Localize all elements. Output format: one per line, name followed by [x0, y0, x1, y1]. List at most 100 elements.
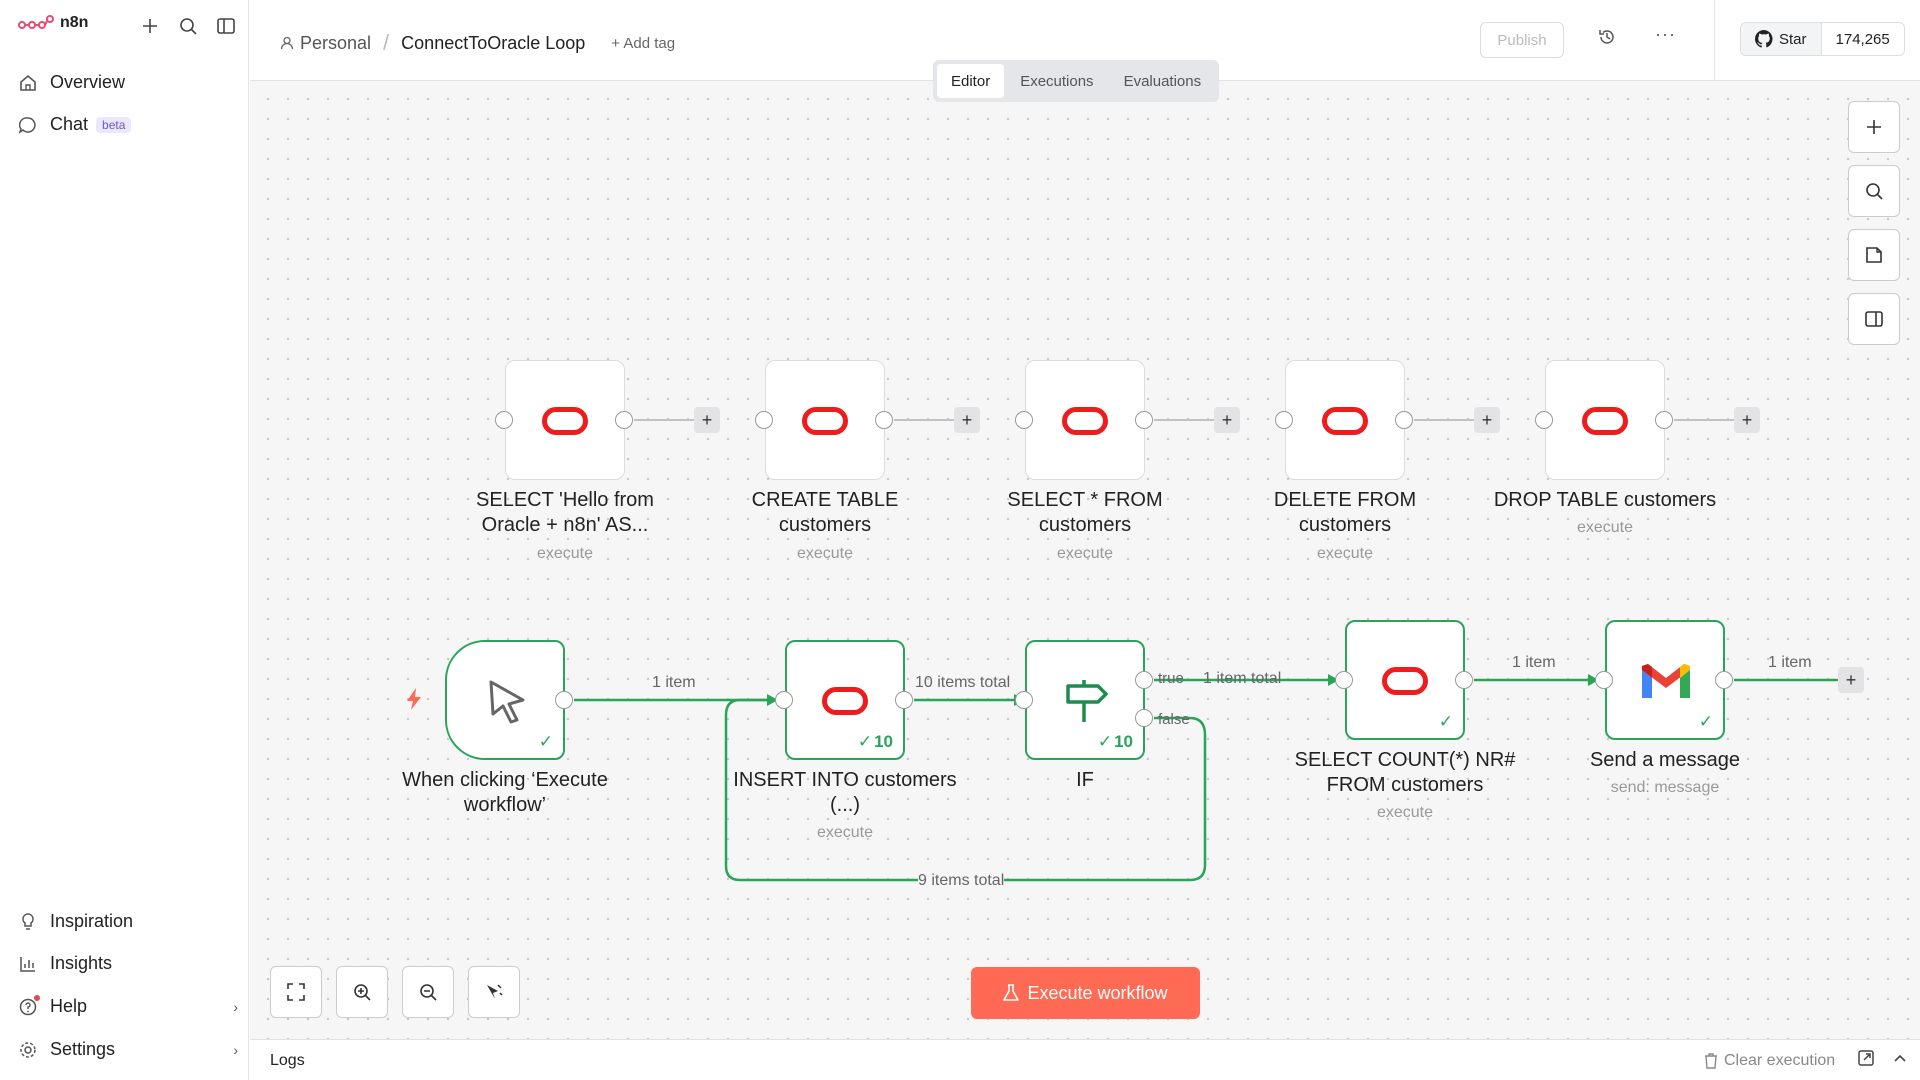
- check-icon: ✓10: [857, 732, 893, 751]
- trash-icon: [1705, 1053, 1717, 1069]
- github-star-button[interactable]: Star 174,265: [1740, 22, 1905, 56]
- oracle-icon: [1322, 407, 1368, 435]
- output-port[interactable]: [555, 691, 573, 709]
- output-port[interactable]: [875, 411, 893, 429]
- n8n-logo[interactable]: n8n: [18, 14, 88, 32]
- input-port[interactable]: [1335, 671, 1353, 689]
- header-divider: [1714, 0, 1715, 81]
- pop-out-icon[interactable]: [1858, 1050, 1874, 1071]
- add-node-button[interactable]: +: [694, 407, 720, 433]
- sidebar-item-overview[interactable]: Overview: [18, 72, 238, 93]
- output-port[interactable]: [1455, 671, 1473, 689]
- add-node-button[interactable]: +: [1734, 407, 1760, 433]
- if-node[interactable]: ✓10: [1025, 640, 1145, 760]
- logs-label: Logs: [270, 1052, 305, 1069]
- breadcrumb-separator: /: [383, 30, 390, 55]
- item-count: 10: [874, 732, 893, 751]
- output-port[interactable]: [895, 691, 913, 709]
- output-port[interactable]: [615, 411, 633, 429]
- add-node-button[interactable]: +: [1474, 407, 1500, 433]
- output-port[interactable]: [1395, 411, 1413, 429]
- input-port[interactable]: [1535, 411, 1553, 429]
- node-subtitle: execute: [1056, 545, 1114, 562]
- zoom-out-icon[interactable]: [402, 966, 454, 1018]
- oracle-icon: [822, 687, 868, 715]
- sidebar-item-inspiration[interactable]: Inspiration: [18, 911, 238, 932]
- sidebar-item-settings[interactable]: Settings ›: [18, 1039, 238, 1060]
- project-name: Personal: [300, 32, 372, 53]
- sidebar-item-help[interactable]: Help ›: [18, 994, 238, 1017]
- sidebar-item-label: Inspiration: [50, 911, 134, 931]
- project-crumb[interactable]: Personal: [280, 33, 371, 54]
- input-port[interactable]: [755, 411, 773, 429]
- input-port[interactable]: [775, 691, 793, 709]
- input-port[interactable]: [1595, 671, 1613, 689]
- chevron-right-icon: ›: [233, 1041, 238, 1058]
- oracle-node[interactable]: [1285, 360, 1405, 480]
- oracle-node[interactable]: [765, 360, 885, 480]
- fit-view-icon[interactable]: [270, 966, 322, 1018]
- search-icon[interactable]: [176, 14, 200, 38]
- output-port[interactable]: [1715, 671, 1733, 689]
- add-tag-button[interactable]: + Add tag: [611, 34, 676, 52]
- add-node-icon[interactable]: [1848, 101, 1900, 153]
- add-node-button[interactable]: +: [1838, 667, 1864, 693]
- publish-button[interactable]: Publish: [1480, 22, 1564, 58]
- node-subtitle: execute: [796, 545, 854, 562]
- input-port[interactable]: [495, 411, 513, 429]
- sticky-note-icon[interactable]: [1848, 229, 1900, 281]
- manual-trigger-node[interactable]: ✓: [445, 640, 565, 760]
- tab-evaluations[interactable]: Evaluations: [1123, 72, 1202, 90]
- sidebar-item-insights[interactable]: Insights: [18, 953, 238, 974]
- clear-execution-label: Clear execution: [1724, 1052, 1836, 1069]
- add-node-button[interactable]: +: [1214, 407, 1240, 433]
- input-port[interactable]: [1015, 411, 1033, 429]
- chevron-right-icon: ›: [233, 998, 238, 1015]
- input-port[interactable]: [1015, 691, 1033, 709]
- plus-icon[interactable]: [138, 14, 162, 38]
- oracle-node[interactable]: [505, 360, 625, 480]
- node-title: INSERT INTO customers(...): [733, 769, 957, 816]
- oracle-insert-node[interactable]: ✓10: [785, 640, 905, 760]
- workflow-title[interactable]: ConnectToOracle Loop: [401, 32, 586, 53]
- sidebar-item-label: Overview: [50, 72, 126, 92]
- chevron-up-icon[interactable]: [1892, 1050, 1908, 1071]
- logs-panel[interactable]: Logs Clear execution: [250, 1039, 1920, 1080]
- zoom-in-icon[interactable]: [336, 966, 388, 1018]
- sidebar-toggle-icon[interactable]: [214, 14, 238, 38]
- view-tabs: Editor Executions Evaluations: [933, 60, 1220, 102]
- oracle-icon: [1382, 667, 1428, 695]
- more-options-icon[interactable]: ···: [1655, 24, 1676, 44]
- github-icon: [1755, 30, 1773, 48]
- tidy-up-icon[interactable]: [468, 966, 520, 1018]
- oracle-node[interactable]: [1025, 360, 1145, 480]
- canvas-right-toolbar: [1848, 101, 1900, 345]
- gmail-node[interactable]: ✓: [1605, 620, 1725, 740]
- tab-executions[interactable]: Executions: [1020, 72, 1094, 90]
- search-nodes-icon[interactable]: [1848, 165, 1900, 217]
- node-subtitle: execute: [536, 545, 594, 562]
- execute-workflow-button[interactable]: Execute workflow: [971, 967, 1200, 1019]
- node-subtitle: execute: [1376, 804, 1434, 821]
- node-title: Send a message: [1589, 749, 1741, 771]
- sidebar-item-chat[interactable]: Chat beta: [18, 114, 238, 135]
- oracle-node[interactable]: [1545, 360, 1665, 480]
- check-icon: ✓: [1438, 712, 1453, 731]
- node-subtitle: execute: [1576, 519, 1634, 536]
- clear-execution-button[interactable]: Clear execution: [1704, 1052, 1835, 1070]
- false-output-port[interactable]: [1135, 709, 1153, 727]
- input-port[interactable]: [1275, 411, 1293, 429]
- history-icon[interactable]: [1598, 28, 1616, 51]
- true-output-port[interactable]: [1135, 671, 1153, 689]
- user-icon: [280, 36, 294, 50]
- add-node-button[interactable]: +: [954, 407, 980, 433]
- oracle-count-node[interactable]: ✓: [1345, 620, 1465, 740]
- output-port[interactable]: [1655, 411, 1673, 429]
- workflow-canvas[interactable]: [250, 81, 1920, 1039]
- output-port[interactable]: [1135, 411, 1153, 429]
- panel-toggle-icon[interactable]: [1848, 293, 1900, 345]
- tab-editor[interactable]: Editor: [937, 64, 1005, 98]
